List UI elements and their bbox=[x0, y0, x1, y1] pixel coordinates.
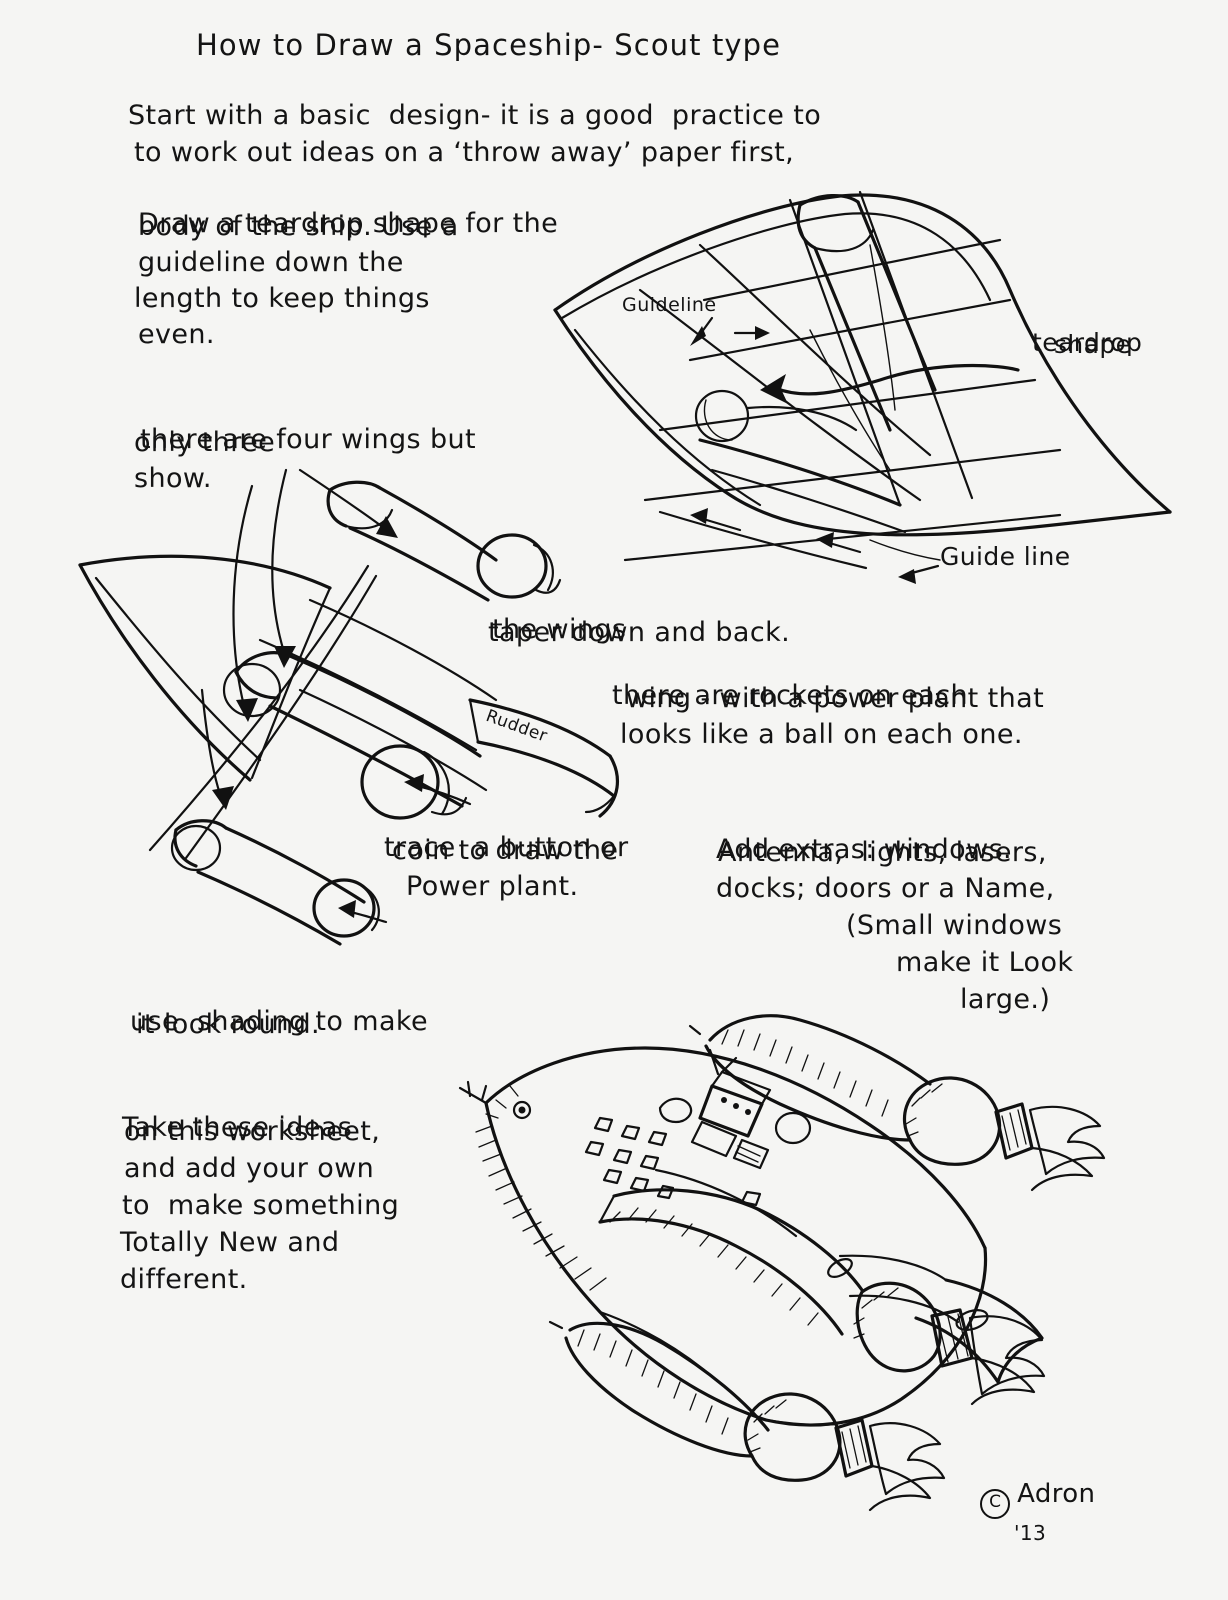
extras-line-5: make it Look bbox=[896, 946, 1074, 978]
finished-spaceship-drawing bbox=[458, 1014, 1106, 1512]
extras-line-6: large.) bbox=[960, 983, 1051, 1015]
teardrop-line-5: even. bbox=[138, 318, 215, 350]
intro-paragraph: Start with a basic design- it is a good … bbox=[128, 100, 822, 168]
trace-line-1: trace a button or bbox=[384, 832, 629, 863]
copyright-letter: C bbox=[989, 1492, 1001, 1512]
wings-count-line-2: only three bbox=[134, 427, 276, 458]
teardrop-paragraph: Draw a teardrop shape for the body of th… bbox=[134, 208, 558, 350]
rockets-paragraph: there are rockets on each wing - with a … bbox=[612, 680, 1044, 750]
hull-windows bbox=[584, 1116, 762, 1207]
rockets-line-2: wing - with a power plant that bbox=[626, 683, 1045, 714]
trace-line-3: Power plant. bbox=[406, 870, 579, 902]
teardrop-line-3: guideline down the bbox=[138, 246, 404, 278]
closing-line-4: to make something bbox=[122, 1189, 400, 1221]
teardrop-line-1: Draw a teardrop shape for the bbox=[138, 208, 559, 239]
hull-shading bbox=[475, 1085, 607, 1291]
wings-count-line-3: show. bbox=[134, 462, 212, 494]
closing-line-3: and add your own bbox=[124, 1152, 375, 1184]
extras-line-4: (Small windows bbox=[846, 909, 1063, 941]
closing-line-2: on this worksheet, bbox=[124, 1116, 381, 1147]
signature-year: '13 bbox=[1014, 1521, 1047, 1545]
guideline-label-top: Guideline bbox=[622, 294, 717, 316]
rockets-line-3: looks like a ball on each one. bbox=[620, 718, 1023, 750]
teardrop-line-4: length to keep things bbox=[134, 282, 430, 314]
intro-line-1: Start with a basic design- it is a good … bbox=[128, 100, 822, 131]
wings-count-line-1: there are four wings but bbox=[140, 424, 476, 455]
trace-button-note: trace a button or coin to draw the Power… bbox=[384, 832, 628, 902]
teardrop-construction-diagram bbox=[553, 190, 1172, 584]
rudder-label: Rudder bbox=[483, 706, 551, 747]
wings-taper-line-1: the wings bbox=[492, 614, 627, 645]
shading-note: use shading to make it look round. bbox=[130, 1006, 428, 1040]
trace-line-2: coin to draw the bbox=[392, 835, 619, 866]
extras-line-2: Antenna, lights, lasers, bbox=[718, 837, 1047, 868]
extras-line-3: docks; doors or a Name, bbox=[716, 872, 1055, 904]
shading-line-1: use shading to make bbox=[130, 1006, 428, 1037]
closing-paragraph: Take these ideas on this worksheet, and … bbox=[120, 1112, 400, 1295]
add-extras-block: Add extras: windows. Antenna, lights, la… bbox=[716, 834, 1073, 1015]
teardrop-line-2: body of the ship. Use a bbox=[138, 211, 459, 242]
signature-name: Adron bbox=[1017, 1479, 1096, 1509]
closing-line-6: different. bbox=[120, 1263, 248, 1295]
intro-line-2: to work out ideas on a ‘throw away’ pape… bbox=[134, 136, 795, 168]
teardrop-shape-line-2: shape bbox=[1054, 330, 1132, 359]
wings-taper-line-2: taper down and back. bbox=[488, 617, 791, 648]
rockets-line-1: there are rockets on each bbox=[612, 680, 968, 711]
wings-taper-note: the wings taper down and back. bbox=[488, 614, 794, 648]
closing-line-5: Totally New and bbox=[120, 1226, 340, 1258]
teardrop-shape-label: teardrop shape bbox=[1032, 328, 1142, 359]
signature: C Adron '13 bbox=[980, 1479, 1095, 1545]
page-title: How to Draw a Spaceship- Scout type bbox=[196, 28, 782, 62]
copyright-circle-icon: C bbox=[980, 1489, 1010, 1519]
wings-count-note: there are four wings but only three show… bbox=[134, 424, 476, 494]
guide-line-label-lower: Guide line bbox=[940, 542, 1071, 571]
shading-line-2: it look round. bbox=[136, 1009, 321, 1040]
extras-line-1: Add extras: windows. bbox=[716, 834, 1013, 865]
teardrop-shape-line-1: teardrop bbox=[1032, 328, 1143, 357]
closing-line-1: Take these ideas bbox=[122, 1112, 353, 1143]
